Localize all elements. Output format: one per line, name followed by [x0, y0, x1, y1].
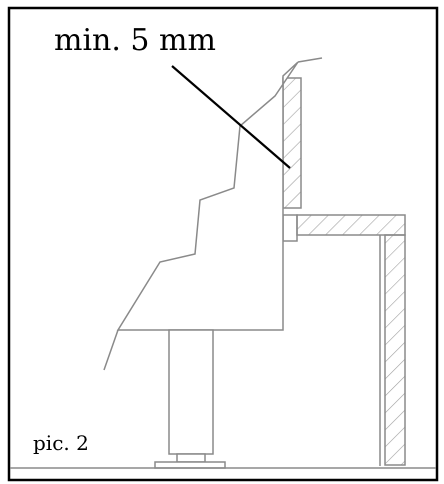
countertop-section [296, 214, 406, 236]
appliance-top-break [297, 57, 323, 63]
leg-foot [176, 453, 206, 463]
support-leg [168, 329, 214, 455]
wall-section [282, 77, 302, 209]
annotation-leader-line [171, 65, 291, 169]
appliance-body [116, 61, 299, 331]
cabinet-side [384, 234, 406, 466]
figure-caption: pic. 2 [33, 431, 89, 455]
leg-base-plate [154, 461, 226, 469]
outer-border [7, 6, 439, 482]
appliance-bottom-break [103, 329, 119, 371]
gap-annotation: min. 5 mm [54, 23, 216, 58]
gap-spacer [282, 214, 298, 242]
